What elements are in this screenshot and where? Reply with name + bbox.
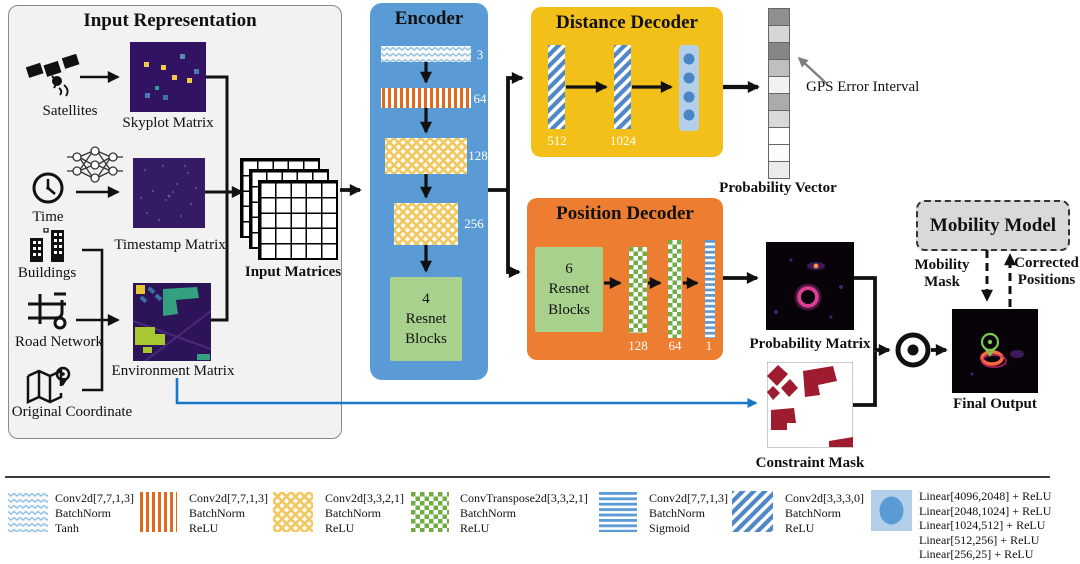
position-layer-1 [705, 240, 715, 338]
environment-matrix-image [133, 283, 211, 361]
encoder-layer-conv-stride-1 [385, 138, 467, 174]
encoder-resnet-blocks: 4 Resnet Blocks [390, 277, 462, 361]
position-size-64: 64 [668, 338, 682, 353]
gps-error-interval-label: GPS Error Interval [806, 79, 920, 95]
buildings-label: Buildings [17, 265, 77, 281]
road-network-label: Road Network [15, 334, 103, 350]
legend-swatch-conv-sigmoid [599, 492, 637, 532]
encoder-channels-128: 128 [468, 148, 488, 163]
distance-size-1024: 1024 [610, 133, 636, 148]
time-label: Time [32, 209, 64, 225]
position-layer-128 [629, 247, 647, 333]
legend-text-conv-sigmoid: Conv2d[7,7,1,3] BatchNorm Sigmoid [649, 491, 728, 535]
road-network-icon [28, 292, 67, 330]
probability-matrix-image [766, 242, 854, 330]
encoder-layer-conv-tanh [381, 46, 471, 62]
encoder-channels-3: 3 [476, 47, 484, 62]
position-layer-64 [668, 240, 682, 338]
neural-network-icon [67, 146, 123, 183]
probability-vector-cell [768, 161, 790, 179]
final-output-image [952, 309, 1038, 393]
legend-text-conv-relu: Conv2d[7,7,1,3] BatchNorm ReLU [189, 491, 268, 535]
legend-swatch-conv-tanh [8, 492, 48, 532]
timestamp-matrix-image [133, 158, 205, 228]
encoder-channels-256: 256 [464, 216, 484, 231]
mobility-model-title: Mobility Model [929, 214, 1057, 236]
satellites-label: Satellites [42, 103, 98, 119]
constraint-mask-image [767, 362, 853, 448]
clock-icon [32, 172, 64, 204]
distance-decoder-title: Distance Decoder [556, 12, 698, 33]
legend-swatch-conv-relu [139, 492, 177, 532]
constraint-mask-label: Constraint Mask [755, 455, 865, 471]
encoder-channels-64: 64 [473, 91, 487, 106]
buildings-icon [30, 228, 64, 262]
input-matrices-label: Input Matrices [244, 264, 342, 280]
probability-vector-label: Probability Vector [719, 180, 837, 196]
timestamp-matrix-label: Timestamp Matrix [114, 237, 226, 253]
legend-text-conv-stride: Conv2d[3,3,2,1] BatchNorm ReLU [325, 491, 404, 535]
encoder-layer-conv-relu [381, 88, 471, 108]
distance-linear-layer [679, 45, 699, 131]
map-pin-icon [26, 366, 71, 404]
position-decoder-title: Position Decoder [556, 203, 694, 224]
environment-matrix-label: Environment Matrix [111, 363, 235, 379]
input-panel-title: Input Representation [83, 10, 257, 31]
legend-text-conv-tanh: Conv2d[7,7,1,3] BatchNorm Tanh [55, 491, 134, 535]
mobility-model-box: Mobility Model [916, 200, 1070, 251]
legend-swatch-conv330 [732, 491, 773, 532]
position-size-128: 128 [628, 338, 648, 353]
skyplot-matrix-image [130, 42, 206, 112]
distance-layer-512 [548, 45, 565, 129]
mobility-mask-label: Mobility Mask [914, 257, 970, 290]
legend-swatch-convtranspose [411, 492, 449, 532]
legend-swatch-linear [871, 490, 912, 531]
probability-matrix-label: Probability Matrix [749, 336, 871, 352]
legend-text-linear: Linear[4096,2048] + ReLU Linear[2048,102… [919, 489, 1052, 561]
encoder-title: Encoder [394, 8, 464, 29]
satellite-icon [26, 54, 80, 97]
position-size-1: 1 [705, 338, 713, 353]
final-output-label: Final Output [953, 396, 1037, 412]
input-matrix-grid-front [258, 180, 338, 260]
legend-text-convtranspose: ConvTranspose2d[3,3,2,1] BatchNorm ReLU [460, 491, 588, 535]
distance-layer-1024 [614, 45, 631, 129]
encoder-layer-conv-stride-2 [394, 203, 458, 245]
skyplot-matrix-label: Skyplot Matrix [122, 115, 214, 131]
legend-swatch-conv-stride [273, 492, 313, 532]
position-resnet-blocks: 6 Resnet Blocks [535, 247, 603, 332]
legend-text-conv330: Conv2d[3,3,3,0] BatchNorm ReLU [785, 491, 864, 535]
distance-size-512: 512 [547, 133, 567, 148]
probability-vector [768, 8, 790, 179]
corrected-positions-label: Corrected Positions [1014, 255, 1079, 288]
original-coordinate-label: Original Coordinate [11, 404, 133, 420]
